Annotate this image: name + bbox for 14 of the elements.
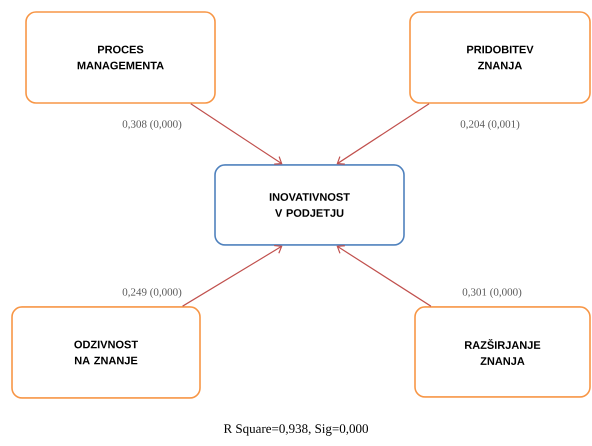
concept-box: ODZIVNOST NA ZNANJE	[11, 306, 201, 399]
arrow	[182, 244, 282, 307]
edge-label: 0,308 (0,000)	[122, 120, 182, 130]
caption: R Square=0,938, Sig=0,000	[224, 424, 368, 436]
edge-label: 0,301 (0,000)	[462, 288, 522, 298]
concept-box: PROCES MANAGEMENTA	[25, 11, 216, 104]
edge-label: 0,204 (0,001)	[460, 120, 520, 130]
concept-box: RAZŠIRJANJE ZNANJA	[414, 306, 591, 398]
arrow	[190, 103, 282, 165]
concept-box: PRIDOBITEV ZNANJA	[409, 11, 591, 104]
arrow	[336, 103, 430, 165]
arrow	[336, 245, 432, 307]
edge-label: 0,249 (0,000)	[122, 288, 182, 298]
outcome-box: INOVATIVNOST V PODJETJU	[214, 164, 405, 246]
